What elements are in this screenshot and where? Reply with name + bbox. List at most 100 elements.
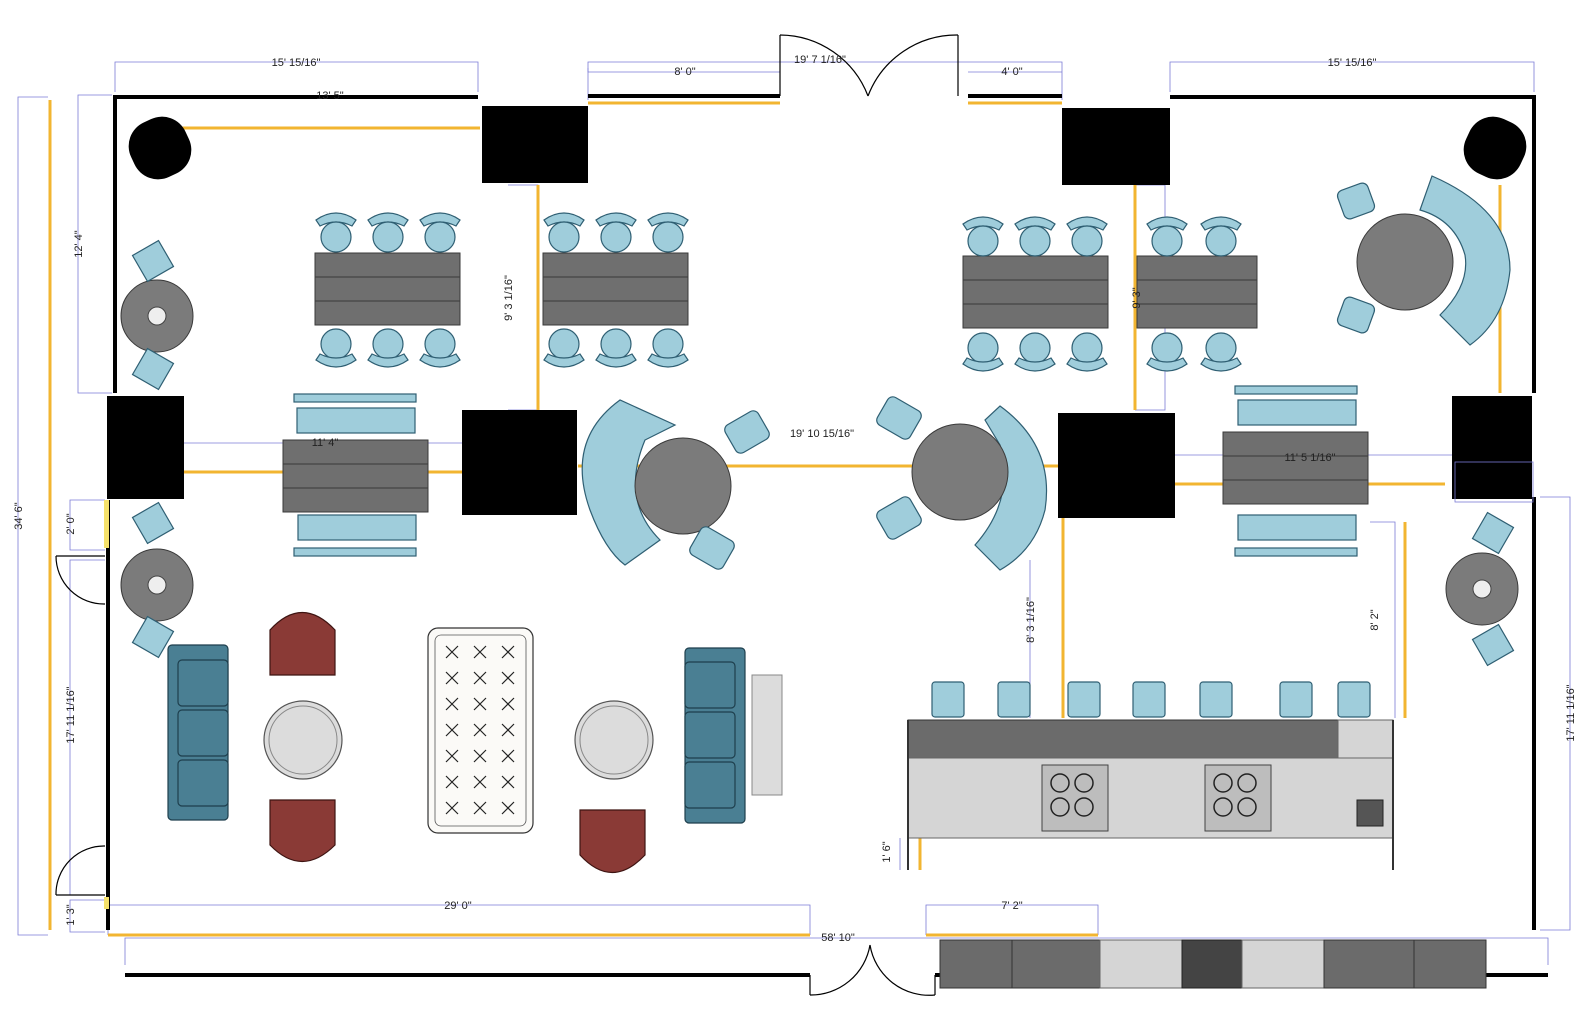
- rug-pattern-mark: [501, 671, 515, 685]
- round-table-right: [1445, 511, 1519, 667]
- column-center-left: [462, 410, 577, 515]
- burner-icon: [1074, 773, 1094, 793]
- burner-icon: [1237, 797, 1257, 817]
- dim-column-gap-right: 9' 3": [1131, 287, 1143, 308]
- column-top-left: [482, 106, 588, 183]
- chair: [1066, 332, 1108, 372]
- rug-pattern-mark: [445, 723, 459, 737]
- corner-planter-right: [1463, 116, 1527, 180]
- burner-icon: [1050, 797, 1070, 817]
- rug-pattern-mark: [473, 801, 487, 815]
- dim-bottom-total-length: 58' 10": [821, 932, 855, 944]
- rug-pattern-mark: [473, 645, 487, 659]
- dim-top-center-total: 19' 7 1/16": [794, 54, 846, 66]
- chair: [1066, 216, 1108, 257]
- dim-left-top-height: 12' 4": [73, 230, 85, 258]
- dining-table-1: [314, 252, 461, 326]
- bar-counter: [907, 719, 1394, 870]
- chair: [595, 328, 637, 368]
- rug-pattern-mark: [445, 749, 459, 763]
- chair: [1014, 332, 1056, 372]
- rug-pattern-mark: [445, 775, 459, 789]
- bench-table-right: [1222, 385, 1369, 557]
- chair: [367, 328, 409, 368]
- chair: [647, 328, 689, 368]
- dim-left-bottom-gap: 1' 3": [65, 904, 77, 925]
- chair: [962, 332, 1004, 372]
- chair: [1146, 216, 1188, 257]
- chair: [315, 212, 357, 253]
- bench-table-left: [282, 393, 429, 557]
- rug-pattern-mark: [501, 723, 515, 737]
- burner-icon: [1213, 773, 1233, 793]
- rug-pattern-mark: [501, 775, 515, 789]
- dim-top-center-left: 8' 0": [674, 66, 695, 78]
- dim-right-table-width: 11' 5 1/16": [1284, 452, 1335, 464]
- coffee-tables: [263, 700, 654, 780]
- stove-right: [1204, 764, 1272, 832]
- accent-lines: [48, 100, 1502, 937]
- columns: [107, 106, 1534, 518]
- dim-left-table-width: 11' 4": [312, 437, 339, 449]
- chair: [419, 212, 461, 253]
- rug-pattern-mark: [473, 697, 487, 711]
- lounge-sofa-right: [684, 647, 746, 824]
- dim-counter-offset: 1' 6": [881, 841, 893, 862]
- rug-pattern-mark: [501, 645, 515, 659]
- dimension-labels: 15' 15/16" 13' 5" 19' 7 1/16" 8' 0" 4' 0…: [13, 54, 1577, 944]
- rug-pattern-mark: [445, 801, 459, 815]
- chair: [1014, 216, 1056, 257]
- column-top-right: [1062, 108, 1170, 185]
- chair: [1200, 216, 1242, 257]
- rug-pattern-mark: [445, 671, 459, 685]
- dining-chairs: [315, 212, 1242, 372]
- burner-icon: [1074, 797, 1094, 817]
- dining-table-2: [542, 252, 689, 326]
- burner-icon: [1237, 773, 1257, 793]
- rug-pattern-mark: [445, 697, 459, 711]
- rug-pattern-mark: [501, 749, 515, 763]
- burner-icon: [1050, 773, 1070, 793]
- round-table-left-bottom: [120, 501, 194, 659]
- dim-bottom-left-length: 29' 0": [444, 900, 472, 912]
- rug-pattern-mark: [473, 749, 487, 763]
- rug-pattern-mark: [501, 801, 515, 815]
- rug-pattern-mark: [445, 645, 459, 659]
- chair: [962, 216, 1004, 257]
- rug-pattern-mark: [501, 697, 515, 711]
- rug-pattern-mark: [473, 723, 487, 737]
- dim-top-left-width: 15' 15/16": [272, 57, 321, 69]
- lounge-sofa-left: [167, 644, 229, 821]
- dining-table-4: [1136, 255, 1258, 329]
- doors: [55, 34, 959, 996]
- chair: [1146, 332, 1188, 372]
- chair: [419, 328, 461, 368]
- chair: [315, 328, 357, 368]
- chair: [543, 212, 585, 253]
- dim-kitchen-right-height: 8' 2": [1369, 609, 1381, 630]
- dim-top-center-right: 4' 0": [1001, 66, 1022, 78]
- booth-table-top-right: [1336, 175, 1511, 346]
- side-console: [751, 674, 783, 796]
- dim-center-span: 19' 10 15/16": [790, 428, 854, 440]
- rug-pattern-mark: [473, 775, 487, 789]
- chair: [595, 212, 637, 253]
- dim-bottom-cabinet-width: 7' 2": [1001, 900, 1022, 912]
- booth-table-center-left: [581, 399, 770, 570]
- burner-icon: [1213, 797, 1233, 817]
- column-right-mid: [1452, 396, 1532, 499]
- dim-left-total-height: 34' 6": [13, 502, 25, 530]
- corner-planter-left: [128, 116, 192, 180]
- dim-left-lower-height: 17' 11 1/16": [65, 686, 77, 743]
- kitchen-sink: [1181, 939, 1243, 989]
- stove-left: [1041, 764, 1109, 832]
- bottom-cabinets: [939, 939, 1487, 989]
- column-left-mid: [107, 396, 184, 499]
- dim-kitchen-col-height: 8' 3 1/16": [1025, 597, 1037, 643]
- lounge-armchairs: [269, 611, 646, 874]
- dining-table-3: [962, 255, 1109, 329]
- dim-top-left-inner: 13' 5": [316, 90, 344, 102]
- prep-sink: [1356, 799, 1384, 827]
- column-center-right: [1058, 413, 1175, 518]
